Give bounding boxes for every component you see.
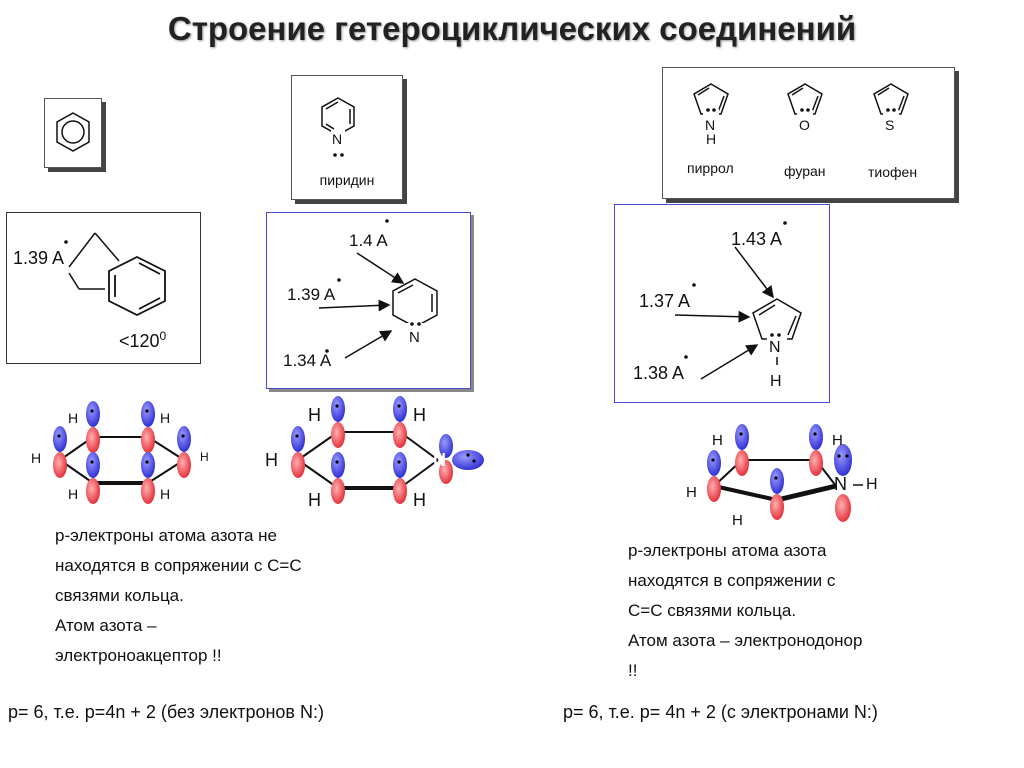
benzene-angle-value: <120 — [119, 331, 160, 351]
pyrrole-bonds-box: N H 1.43 A 1.37 A 1.38 A — [614, 204, 830, 403]
pyrrole-bond-3: 1.38 A — [633, 363, 685, 383]
pyridine-ring-icon — [321, 97, 355, 157]
benzene-ring-icon — [56, 112, 90, 152]
pyridine-h-top-left: H — [308, 405, 321, 425]
pyridine-n-label: N — [409, 329, 420, 346]
benzene-angle: <1200 — [119, 329, 166, 352]
pyridine-bond-3: 1.34 A — [283, 351, 332, 370]
pyridine-line-4: Атом азота – — [55, 616, 157, 635]
pyrrole-line-1: р-электроны атома азота — [628, 541, 827, 560]
benzene-h-top-left: H — [68, 410, 79, 426]
benzene-geometry-box: 1.39 A <1200 — [6, 212, 201, 364]
pyridine-line-3: связями кольца. — [55, 586, 184, 605]
pyrrole-huckel-rule: р= 6, т.е. р= 4n + 2 (с электронами N:) — [563, 702, 878, 722]
pyridine-bonds-icon — [318, 219, 438, 359]
pyrrole-line-4: Атом азота – электронодонор — [628, 631, 863, 650]
pyridine-h-left: H — [265, 450, 278, 470]
pyridine-explanation: р-электроны атома азота не находятся в с… — [55, 521, 302, 671]
benzene-angle-degree: 0 — [159, 329, 167, 343]
five-rings-box: N H O S пиррол фуран тиофен — [662, 67, 955, 199]
furan-o-atom: O — [799, 117, 810, 133]
benzene-geometry-icon — [64, 232, 166, 317]
pyrrole-h-atom: H — [706, 131, 717, 147]
pyridine-box: N пиридин — [291, 75, 403, 200]
pyridine-label: пиридин — [319, 172, 375, 188]
pyrrole-bond-n-label: N — [769, 339, 781, 356]
pyridine-h-top-right: H — [413, 405, 426, 425]
benzene-h-bottom-right: H — [160, 486, 171, 502]
pyrrole-h-bottom: H — [732, 512, 743, 529]
pyrrole-h-top-right: H — [832, 432, 843, 449]
benzene-bond-length: 1.39 A — [13, 248, 65, 268]
pyrrole-bonds-icon — [674, 221, 802, 380]
benzene-box — [44, 98, 102, 168]
pyrrole-line-2: находятся в сопряжении с — [628, 571, 836, 590]
thiophene-label: тиофен — [868, 164, 918, 180]
benzene-h-top-right: H — [160, 410, 171, 426]
pyrrole-orbital-diagram — [707, 424, 852, 522]
pyrrole-h-top-left: H — [712, 432, 723, 449]
pyrrole-n-orbital-label: N — [834, 474, 847, 494]
benzene-h-right: H — [200, 450, 209, 464]
pyridine-h-bottom-right: H — [413, 490, 426, 510]
pyrrole-h-left: H — [686, 484, 697, 501]
pyridine-bond-2: 1.39 A — [287, 285, 336, 304]
pyridine-huckel-rule: р= 6, т.е. р=4n + 2 (без электронов N:) — [8, 702, 324, 722]
pyrrole-bond-1: 1.43 A — [731, 229, 783, 249]
five-membered-rings-icon — [693, 83, 909, 124]
pyridine-line-1: р-электроны атома азота не — [55, 526, 278, 545]
pyrrole-explanation: р-электроны атома азота находятся в сопр… — [628, 536, 862, 686]
pyrrole-line-5: !! — [628, 661, 638, 680]
pyridine-line-5: электроноакцептор !! — [55, 646, 222, 665]
page-title: Строение гетероциклических соединений — [167, 10, 857, 47]
pyrrole-label: пиррол — [687, 160, 734, 176]
pyridine-n-orbital-label: N — [433, 450, 446, 470]
pyridine-bonds-box: N 1.4 A 1.39 A 1.34 A — [266, 212, 471, 389]
furan-label: фуран — [784, 163, 826, 179]
thiophene-s-atom: S — [885, 117, 895, 133]
pyrrole-nh-h: H — [866, 476, 878, 493]
pyridine-line-2: находятся в сопряжении с С=С — [55, 556, 302, 575]
pyrrole-line-3: С=С связями кольца. — [628, 601, 797, 620]
pyrrole-bond-2: 1.37 A — [639, 291, 691, 311]
pyridine-n-atom: N — [332, 131, 343, 147]
pyridine-h-bottom-left: H — [308, 490, 321, 510]
benzene-h-bottom-left: H — [68, 486, 79, 502]
pyridine-bond-1: 1.4 A — [349, 231, 388, 250]
pyrrole-n-atom: N — [705, 117, 716, 133]
pyrrole-bond-h-label: H — [770, 373, 782, 390]
benzene-h-left: H — [31, 450, 42, 466]
